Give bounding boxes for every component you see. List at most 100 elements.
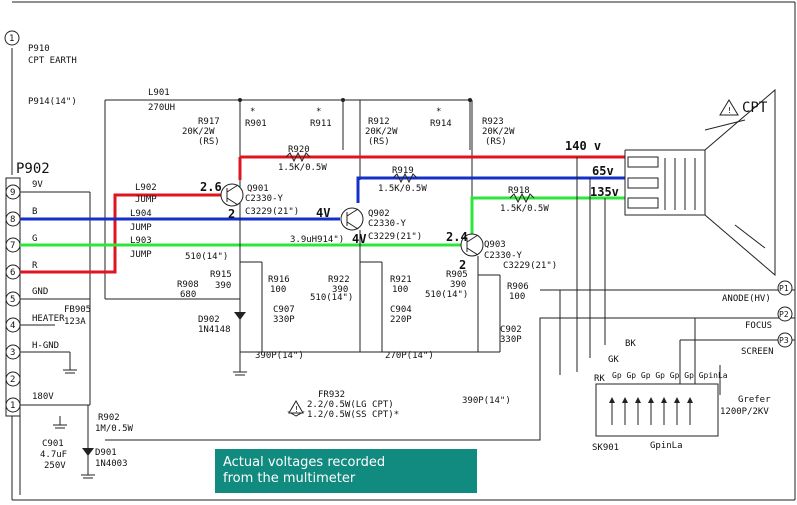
svg-text:D902: D902 xyxy=(198,315,220,325)
p902-pins: 9 8 7 6 5 4 3 2 1 xyxy=(5,184,21,413)
svg-text:GK: GK xyxy=(608,355,619,365)
svg-text:100: 100 xyxy=(392,285,408,295)
svg-text:R920: R920 xyxy=(288,145,310,155)
svg-text:BK: BK xyxy=(625,339,636,349)
svg-text:Gp Gp Gp Gp Gp Gp GpinLa: Gp Gp Gp Gp Gp Gp GpinLa xyxy=(612,371,728,380)
l901-value: 270UH xyxy=(148,103,175,113)
sk901-arrows xyxy=(609,397,693,425)
pin-1-top: 1 xyxy=(4,30,20,46)
svg-text:(RS): (RS) xyxy=(198,137,220,147)
svg-text:8: 8 xyxy=(10,215,15,225)
cpt-warning-icon: ! xyxy=(719,99,739,116)
ground-icon xyxy=(53,352,247,479)
q903-transistor xyxy=(460,233,484,257)
cpt-title: CPT xyxy=(742,100,768,116)
svg-text:C902: C902 xyxy=(500,325,522,335)
svg-text:C2330-Y: C2330-Y xyxy=(245,194,284,204)
svg-text:SCREEN: SCREEN xyxy=(741,347,774,357)
svg-text:FR932: FR932 xyxy=(318,390,345,400)
svg-text:!: ! xyxy=(294,405,299,414)
voltage-140v: 140 v xyxy=(565,139,601,153)
svg-text:4: 4 xyxy=(10,321,15,331)
svg-text:*: * xyxy=(250,107,255,117)
svg-text:R918: R918 xyxy=(508,186,530,196)
svg-text:510(14"): 510(14") xyxy=(425,290,468,300)
svg-text:20K/2W: 20K/2W xyxy=(182,127,215,137)
svg-text:510(14"): 510(14") xyxy=(310,293,353,303)
svg-text:R: R xyxy=(32,261,38,271)
svg-text:R911: R911 xyxy=(310,119,332,129)
svg-text:20K/2W: 20K/2W xyxy=(482,127,515,137)
svg-text:R922: R922 xyxy=(328,275,350,285)
svg-text:R923: R923 xyxy=(482,117,504,127)
svg-text:7: 7 xyxy=(10,241,15,251)
svg-text:Q903: Q903 xyxy=(484,240,506,250)
svg-text:2: 2 xyxy=(10,375,15,385)
svg-text:9V: 9V xyxy=(32,180,43,190)
svg-text:L902: L902 xyxy=(135,183,157,193)
svg-text:1200P/2KV: 1200P/2KV xyxy=(720,407,769,417)
p902-pin-labels: 9V B G R GND HEATER H-GND 180V xyxy=(32,180,65,402)
svg-text:L904: L904 xyxy=(130,209,152,219)
svg-text:390P(14"): 390P(14") xyxy=(462,396,511,406)
p910-label: P910 xyxy=(28,44,50,54)
voltage-note-line-2: from the multimeter xyxy=(223,471,356,486)
svg-text:P3: P3 xyxy=(779,336,789,345)
svg-text:!: ! xyxy=(727,106,732,115)
svg-text:ANODE(HV): ANODE(HV) xyxy=(722,294,771,304)
svg-text:R915: R915 xyxy=(210,270,232,280)
svg-text:*: * xyxy=(316,107,321,117)
cpt-pins: P1 P2 P3 xyxy=(777,280,793,348)
svg-text:C3229(21"): C3229(21") xyxy=(368,232,422,242)
svg-text:HEATER: HEATER xyxy=(32,314,65,324)
blue-wire xyxy=(20,176,625,221)
svg-text:R906: R906 xyxy=(507,282,529,292)
svg-text:1.5K/0.5W: 1.5K/0.5W xyxy=(378,184,427,194)
svg-text:20K/2W: 20K/2W xyxy=(365,127,398,137)
svg-text:FB905: FB905 xyxy=(64,305,91,315)
svg-text:4.7uF: 4.7uF xyxy=(40,450,67,460)
p914-label: P914(14") xyxy=(28,97,77,107)
pin-1-top-label: 1 xyxy=(9,34,14,44)
q902-base-voltage: 4V xyxy=(316,206,330,220)
p902-title: P902 xyxy=(16,161,50,177)
svg-text:R905: R905 xyxy=(446,270,468,280)
q903-emitter-voltage: 2 xyxy=(459,258,466,272)
svg-text:Q902: Q902 xyxy=(368,209,390,219)
svg-text:100: 100 xyxy=(509,292,525,302)
green-wire xyxy=(20,196,625,247)
svg-text:510(14"): 510(14") xyxy=(185,252,228,262)
svg-text:100: 100 xyxy=(270,285,286,295)
voltage-note: Actual voltages recorded from the multim… xyxy=(215,449,477,493)
q902-emitter-voltage: 4V xyxy=(352,232,366,246)
svg-text:*: * xyxy=(436,107,441,117)
cpt-earth-label: CPT EARTH xyxy=(28,56,77,66)
svg-text:C907: C907 xyxy=(273,305,295,315)
q901-transistor xyxy=(220,183,244,207)
svg-text:C901: C901 xyxy=(42,439,64,449)
sk901-socket xyxy=(595,383,719,437)
svg-text:1.5K/0.5W: 1.5K/0.5W xyxy=(500,204,549,214)
svg-text:C2330-Y: C2330-Y xyxy=(484,251,523,261)
svg-text:C904: C904 xyxy=(390,305,412,315)
svg-text:R908: R908 xyxy=(177,280,199,290)
svg-text:3.9uH914"): 3.9uH914") xyxy=(290,235,344,245)
svg-text:123A: 123A xyxy=(64,317,86,327)
voltage-65v: 65v xyxy=(592,164,614,178)
svg-text:R912: R912 xyxy=(368,117,390,127)
svg-text:RK: RK xyxy=(594,374,605,384)
svg-text:1.5K/0.5W: 1.5K/0.5W xyxy=(278,163,327,173)
svg-text:3: 3 xyxy=(10,348,15,358)
svg-text:JUMP: JUMP xyxy=(130,250,152,260)
svg-text:1N4003: 1N4003 xyxy=(95,459,128,469)
svg-text:Q901: Q901 xyxy=(247,184,269,194)
svg-text:2.2/0.5W(LG CPT): 2.2/0.5W(LG CPT) xyxy=(307,400,394,410)
svg-text:C3229(21"): C3229(21") xyxy=(245,207,299,217)
svg-text:R917: R917 xyxy=(198,117,220,127)
svg-text:1: 1 xyxy=(10,401,15,411)
svg-text:L903: L903 xyxy=(130,236,152,246)
svg-text:270P(14"): 270P(14") xyxy=(385,351,434,361)
svg-text:390P(14"): 390P(14") xyxy=(255,351,304,361)
q902-transistor xyxy=(340,207,364,231)
